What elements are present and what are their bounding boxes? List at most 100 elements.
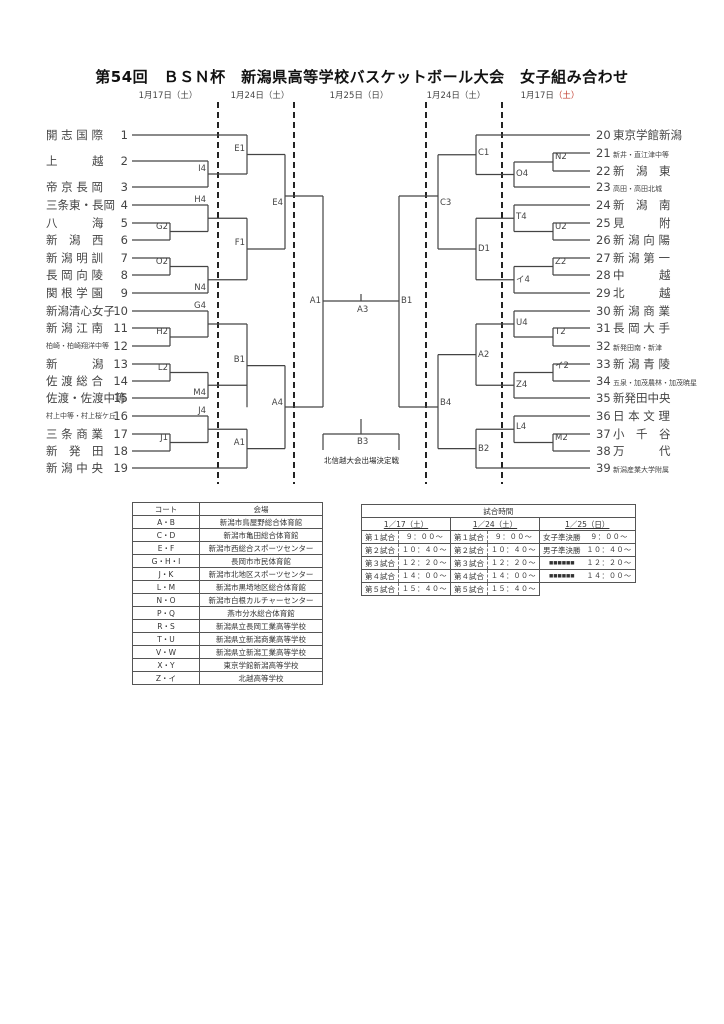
match-name: 第４試合 (361, 569, 399, 583)
team-seed: 33 (596, 357, 611, 371)
column-header: 会場 (199, 502, 323, 516)
match-label: T4 (516, 212, 527, 222)
day-header: 1／17（土） (361, 517, 451, 531)
venue-name: 新潟市鳥屋野総合体育館 (199, 515, 323, 529)
court-code: P・Q (132, 606, 200, 620)
team-seed: 1 (120, 128, 128, 142)
match-label: O4 (516, 169, 529, 179)
team-name: 長 岡 向 陵 (46, 268, 103, 282)
venue-name: 長岡市市民体育館 (199, 554, 323, 568)
team-name: 新 潟 商 業 (613, 304, 670, 318)
match-label: B1 (401, 296, 413, 306)
match-time: １５：４０～ (487, 582, 540, 596)
match-label: B1 (233, 354, 245, 365)
match-label: イ2 (555, 360, 569, 371)
match-time: ９：００～ (487, 530, 540, 544)
team-seed: 20 (596, 128, 611, 142)
match-name: 第４試合 (450, 569, 488, 583)
team-seed: 38 (596, 444, 611, 458)
court-code: E・F (132, 541, 200, 555)
times-title: 試合時間 (361, 504, 636, 518)
match-label: イ4 (516, 275, 530, 285)
team-seed: 29 (596, 286, 611, 300)
match-time: １５：４０～ (398, 582, 451, 596)
team-seed: 4 (120, 198, 128, 212)
match-time: １０：４０～ (487, 543, 540, 557)
match-label: E1 (234, 143, 245, 154)
match-time: １２：２０～ (398, 556, 451, 570)
match-name: ■■■■■■ (539, 556, 584, 570)
team-name: 新井・直江津中等 (613, 151, 669, 159)
team-seed: 15 (113, 391, 128, 405)
team-seed: 28 (596, 268, 611, 282)
team-name: 新 潟 南 (613, 198, 671, 212)
court-code: G・H・I (132, 554, 200, 568)
date-left-round1: 1月17日（土） (138, 91, 198, 101)
team-seed: 30 (596, 304, 611, 318)
team-name: 長 岡 大 手 (613, 321, 670, 335)
match-label: I4 (198, 164, 206, 174)
team-seed: 17 (113, 427, 128, 441)
match-time: １４：００～ (487, 569, 540, 583)
match-label: B4 (440, 398, 452, 408)
team-name: 佐渡・佐渡中等 (46, 391, 127, 405)
match-label: G4 (194, 301, 206, 311)
day-header: 1／24（土） (450, 517, 540, 531)
team-seed: 27 (596, 251, 611, 265)
team-name: 見 附 (613, 216, 671, 230)
team-seed: 5 (120, 216, 128, 230)
match-label: A1 (309, 296, 321, 306)
match-name: 女子準決勝 (539, 530, 584, 544)
match-name: 第５試合 (361, 582, 399, 596)
team-name: 新発田南・新津 (613, 344, 662, 352)
team-name: 小 千 谷 (613, 427, 671, 441)
team-name: 新 潟 中 央 (46, 461, 103, 475)
team-name: 関 根 学 園 (46, 286, 103, 300)
team-seed: 39 (596, 461, 611, 475)
match-name: ■■■■■■ (539, 569, 584, 583)
team-seed: 13 (113, 357, 128, 371)
match-label: T2 (555, 327, 566, 337)
match-label: O2 (155, 256, 168, 267)
venue-name: 新潟市西総合スポーツセンター (199, 541, 323, 555)
court-code: C・D (132, 528, 200, 542)
match-label: J4 (198, 406, 206, 416)
court-code: T・U (132, 632, 200, 646)
team-name: 新 発 田 (46, 444, 104, 458)
match-time: １２：２０～ (487, 556, 540, 570)
match-label: L4 (516, 422, 527, 432)
match-label: D1 (478, 244, 490, 254)
match-name: 第２試合 (361, 543, 399, 557)
team-seed: 2 (120, 154, 128, 168)
team-name: 新 潟 第 一 (613, 251, 670, 265)
venue-name: 新潟市黒埼地区総合体育館 (199, 580, 323, 594)
team-name: 三 条 商 業 (46, 427, 103, 441)
team-name: 中 越 (613, 268, 671, 282)
team-seed: 37 (596, 427, 611, 441)
court-code: Z・イ (132, 671, 200, 685)
team-name: 新 潟 江 南 (46, 321, 103, 335)
team-name: 北 越 (613, 286, 671, 300)
match-label: J1 (160, 432, 168, 443)
match-label: N2 (555, 152, 567, 162)
team-name: 日 本 文 理 (613, 409, 670, 423)
venue-name: 新潟市北地区スポーツセンター (199, 567, 323, 581)
team-name: 新潟産業大学附属 (613, 466, 669, 474)
team-name: 新 潟 明 訓 (46, 251, 103, 265)
team-seed: 25 (596, 216, 611, 230)
match-name: 第２試合 (450, 543, 488, 557)
team-seed: 21 (596, 146, 611, 160)
venue-name: 新潟市白根カルチャーセンター (199, 593, 323, 607)
match-name: 第５試合 (450, 582, 488, 596)
match-time: １４：００～ (398, 569, 451, 583)
team-seed: 6 (120, 233, 128, 247)
